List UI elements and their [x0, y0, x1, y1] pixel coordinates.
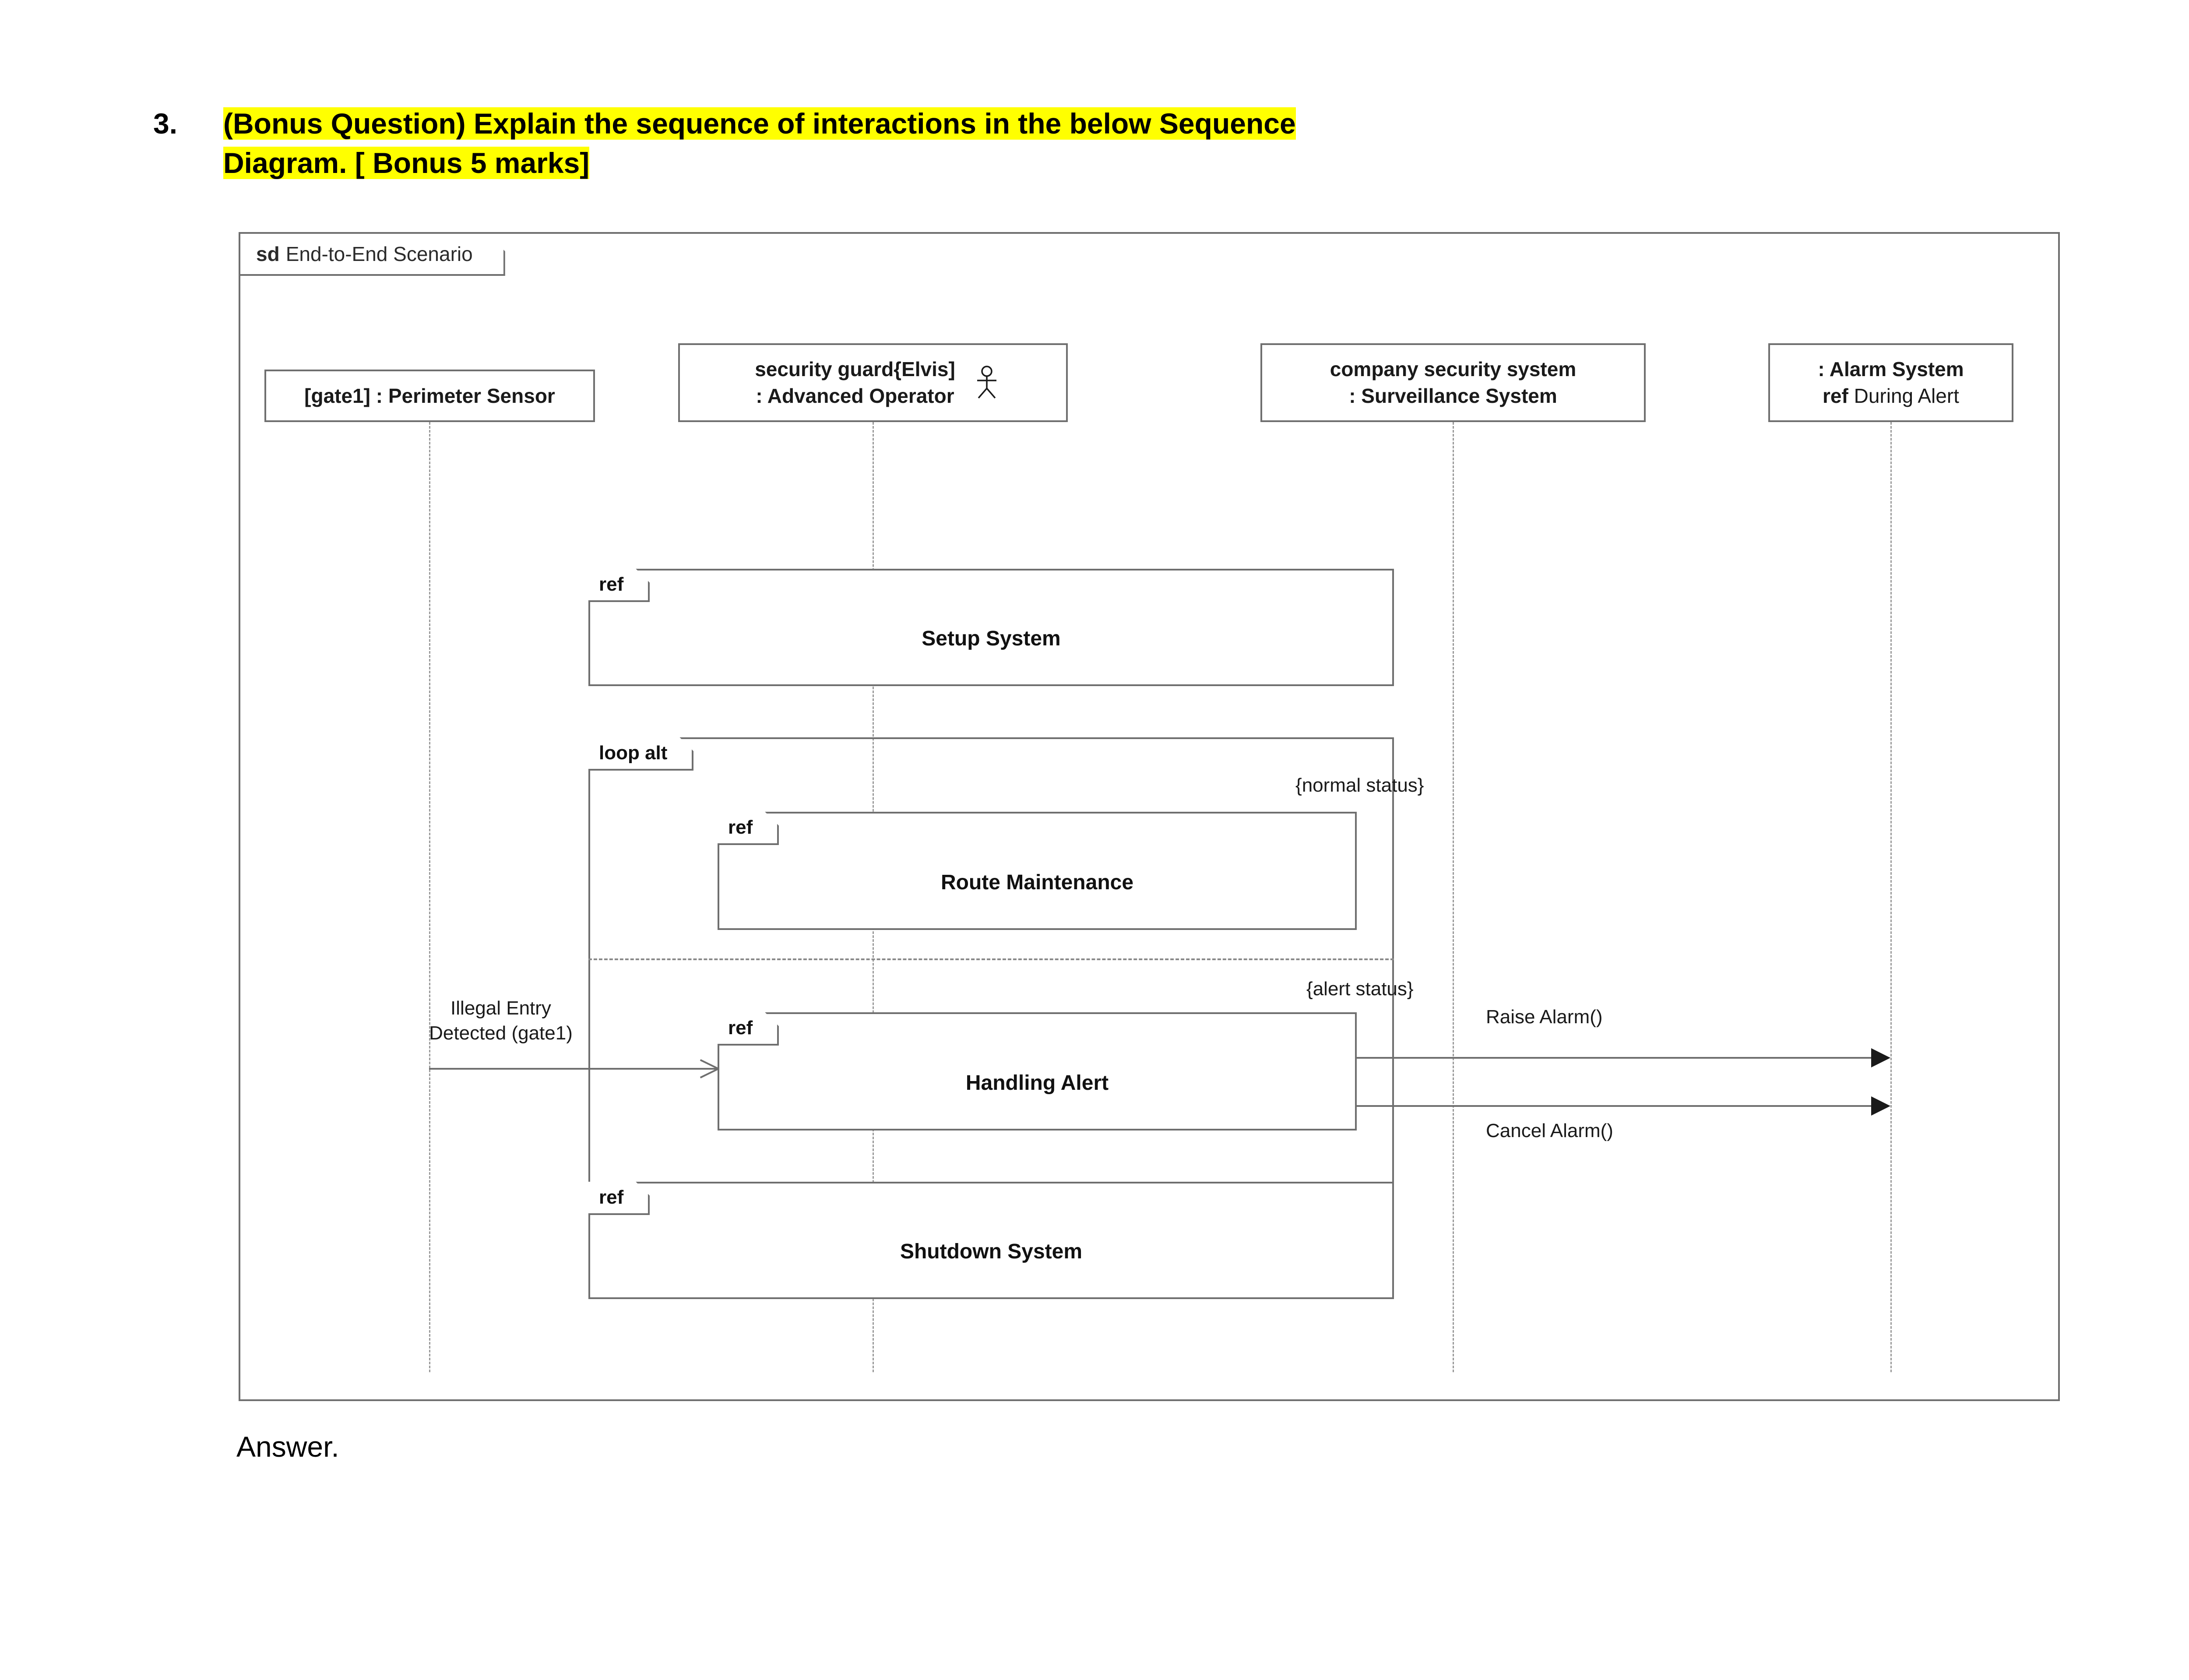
ref-keyword: ref — [1823, 384, 1848, 407]
message-line2: Detected (gate1) — [429, 1022, 573, 1044]
answer-label: Answer. — [236, 1430, 339, 1463]
fragment-tab-ref: ref — [718, 812, 779, 845]
fragment-tab-ref: ref — [588, 1182, 650, 1215]
question-block: 3. (Bonus Question) Explain the sequence… — [153, 105, 2101, 182]
message-label-illegal-entry: Illegal Entry Detected (gate1) — [319, 996, 683, 1046]
frame-name: End-to-End Scenario — [285, 243, 473, 265]
alt-operand-divider — [588, 958, 1394, 960]
fragment-tab-loop-alt: loop alt — [588, 737, 693, 771]
diagram-frame-tab: sd End-to-End Scenario — [240, 234, 505, 276]
fragment-tab-ref: ref — [718, 1012, 779, 1046]
lifeline-label-perimeter-sensor: [gate1] : Perimeter Sensor — [296, 383, 563, 409]
lifeline-head-alarm-system[interactable]: : Alarm System ref During Alert — [1768, 343, 2013, 422]
lifeline-head-security-guard[interactable]: security guard{Elvis] : Advanced Operato… — [678, 343, 1068, 422]
lifeline-line1: [gate1] : Perimeter Sensor — [304, 384, 555, 407]
lifeline-dash-perimeter-sensor — [429, 422, 430, 1372]
lifeline-label-alarm-system: : Alarm System ref During Alert — [1810, 356, 1971, 409]
message-label-raise-alarm: Raise Alarm() — [1486, 1004, 1603, 1029]
fragment-title-route-maintenance: Route Maintenance — [940, 871, 1134, 894]
message-line-cancel-alarm — [1357, 1105, 1871, 1107]
lifeline-line1: security guard{Elvis] — [755, 358, 955, 381]
guard-alert-status: {alert status} — [1306, 978, 1414, 1000]
fragment-setup-system[interactable]: ref Setup System — [588, 569, 1394, 686]
lifeline-head-surveillance-system[interactable]: company security system : Surveillance S… — [1260, 343, 1646, 422]
fragment-title-setup-system: Setup System — [922, 627, 1061, 650]
question-text: (Bonus Question) Explain the sequence of… — [223, 105, 2101, 182]
message-text: Cancel Alarm() — [1486, 1120, 1613, 1141]
message-line1: Illegal Entry — [450, 997, 551, 1019]
fragment-title-handling-alert: Handling Alert — [965, 1071, 1109, 1095]
lifeline-head-perimeter-sensor[interactable]: [gate1] : Perimeter Sensor — [264, 370, 595, 422]
lifeline-line2: ref During Alert — [1818, 383, 1964, 409]
lifeline-line2: : Surveillance System — [1349, 384, 1557, 407]
arrowhead-filled-raise-alarm — [1871, 1048, 1890, 1067]
fragment-tab-ref: ref — [588, 569, 650, 602]
fragment-handling-alert[interactable]: ref Handling Alert — [718, 1012, 1357, 1131]
question-number: 3. — [153, 107, 178, 140]
question-line-1: (Bonus Question) Explain the sequence of… — [223, 107, 1296, 140]
lifeline-label-surveillance-system: company security system : Surveillance S… — [1322, 356, 1584, 409]
lifeline-line1: company security system — [1330, 358, 1577, 381]
lifeline-label-security-guard: security guard{Elvis] : Advanced Operato… — [747, 356, 999, 409]
sequence-diagram-frame: sd End-to-End Scenario [gate1] : Perimet… — [239, 232, 2060, 1401]
lifeline-dash-surveillance-system — [1453, 422, 1454, 1372]
fragment-title-shutdown-system: Shutdown System — [900, 1240, 1083, 1263]
message-line-raise-alarm — [1357, 1057, 1871, 1059]
guard-normal-status: {normal status} — [1295, 775, 1424, 796]
question-line-2: Diagram. [ Bonus 5 marks] — [223, 147, 590, 180]
lifeline-dash-alarm-system — [1890, 422, 1892, 1372]
fragment-route-maintenance[interactable]: ref Route Maintenance — [718, 812, 1357, 930]
ref-target: During Alert — [1854, 384, 1959, 407]
message-label-cancel-alarm: Cancel Alarm() — [1486, 1118, 1613, 1143]
actor-stick-figure-icon — [975, 366, 999, 400]
fragment-shutdown-system[interactable]: ref Shutdown System — [588, 1182, 1394, 1299]
lifeline-line2: : Advanced Operator — [756, 384, 954, 407]
message-line-illegal-entry — [429, 1068, 718, 1070]
arrowhead-filled-cancel-alarm — [1871, 1096, 1890, 1116]
message-text: Raise Alarm() — [1486, 1006, 1603, 1028]
lifeline-line1: : Alarm System — [1818, 358, 1964, 381]
question-row: 3. (Bonus Question) Explain the sequence… — [153, 105, 2101, 182]
frame-keyword: sd — [256, 243, 280, 265]
